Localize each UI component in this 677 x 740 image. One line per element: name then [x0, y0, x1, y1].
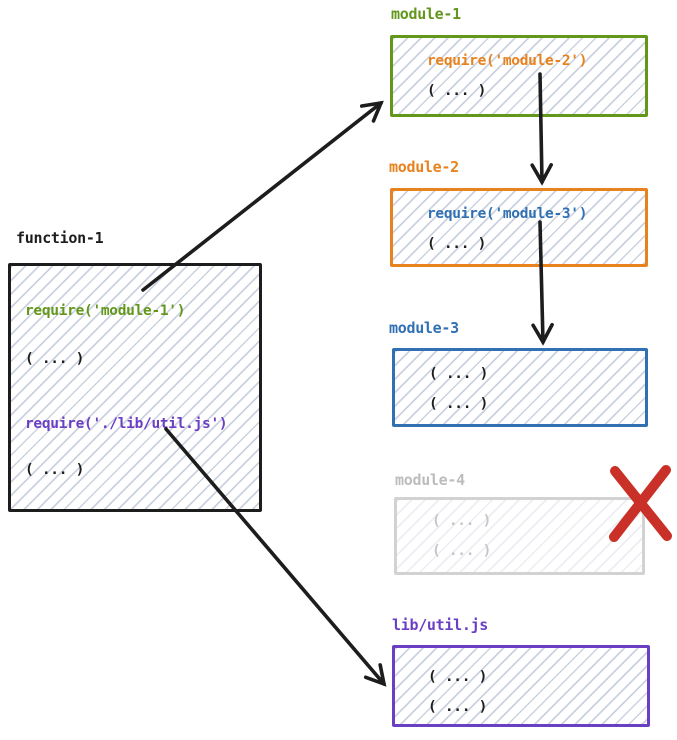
- lib-util-js-body-ellipsis: ( ... ): [428, 669, 488, 685]
- module-1-require-module-2: require('module-2'): [427, 53, 588, 69]
- function-1-label: function-1: [16, 229, 104, 247]
- module-2-body-ellipsis: ( ... ): [427, 236, 487, 252]
- module-2-require-module-3: require('module-3'): [427, 206, 588, 222]
- module-2-label: module-2: [389, 158, 459, 176]
- module-1-body-ellipsis: ( ... ): [427, 83, 487, 99]
- module-3-body-ellipsis: ( ... ): [429, 396, 489, 412]
- module-4-box: ( ... ) ( ... ): [394, 497, 645, 575]
- lib-util-js-body-ellipsis: ( ... ): [428, 699, 488, 715]
- function-1-box: require('module-1') ( ... ) require('./l…: [8, 263, 262, 512]
- function-1-body-ellipsis: ( ... ): [25, 351, 85, 367]
- module-3-body-ellipsis: ( ... ): [429, 366, 489, 382]
- lib-util-js-box: ( ... ) ( ... ): [392, 645, 650, 727]
- module-4-body-ellipsis: ( ... ): [432, 513, 492, 529]
- lib-util-js-label: lib/util.js: [392, 616, 489, 634]
- function-1-require-module-1: require('module-1'): [25, 303, 186, 319]
- module-1-box: require('module-2') ( ... ): [390, 35, 648, 117]
- function-1-require-lib-util: require('./lib/util.js'): [25, 416, 228, 432]
- module-1-label: module-1: [391, 5, 461, 23]
- module-3-box: ( ... ) ( ... ): [392, 348, 648, 427]
- module-4-label: module-4: [395, 471, 465, 489]
- module-3-label: module-3: [389, 319, 459, 337]
- arrow-function-1-to-module-1: [141, 100, 384, 292]
- function-1-body-ellipsis: ( ... ): [25, 462, 85, 478]
- module-2-box: require('module-3') ( ... ): [390, 188, 648, 267]
- module-4-body-ellipsis: ( ... ): [432, 543, 492, 559]
